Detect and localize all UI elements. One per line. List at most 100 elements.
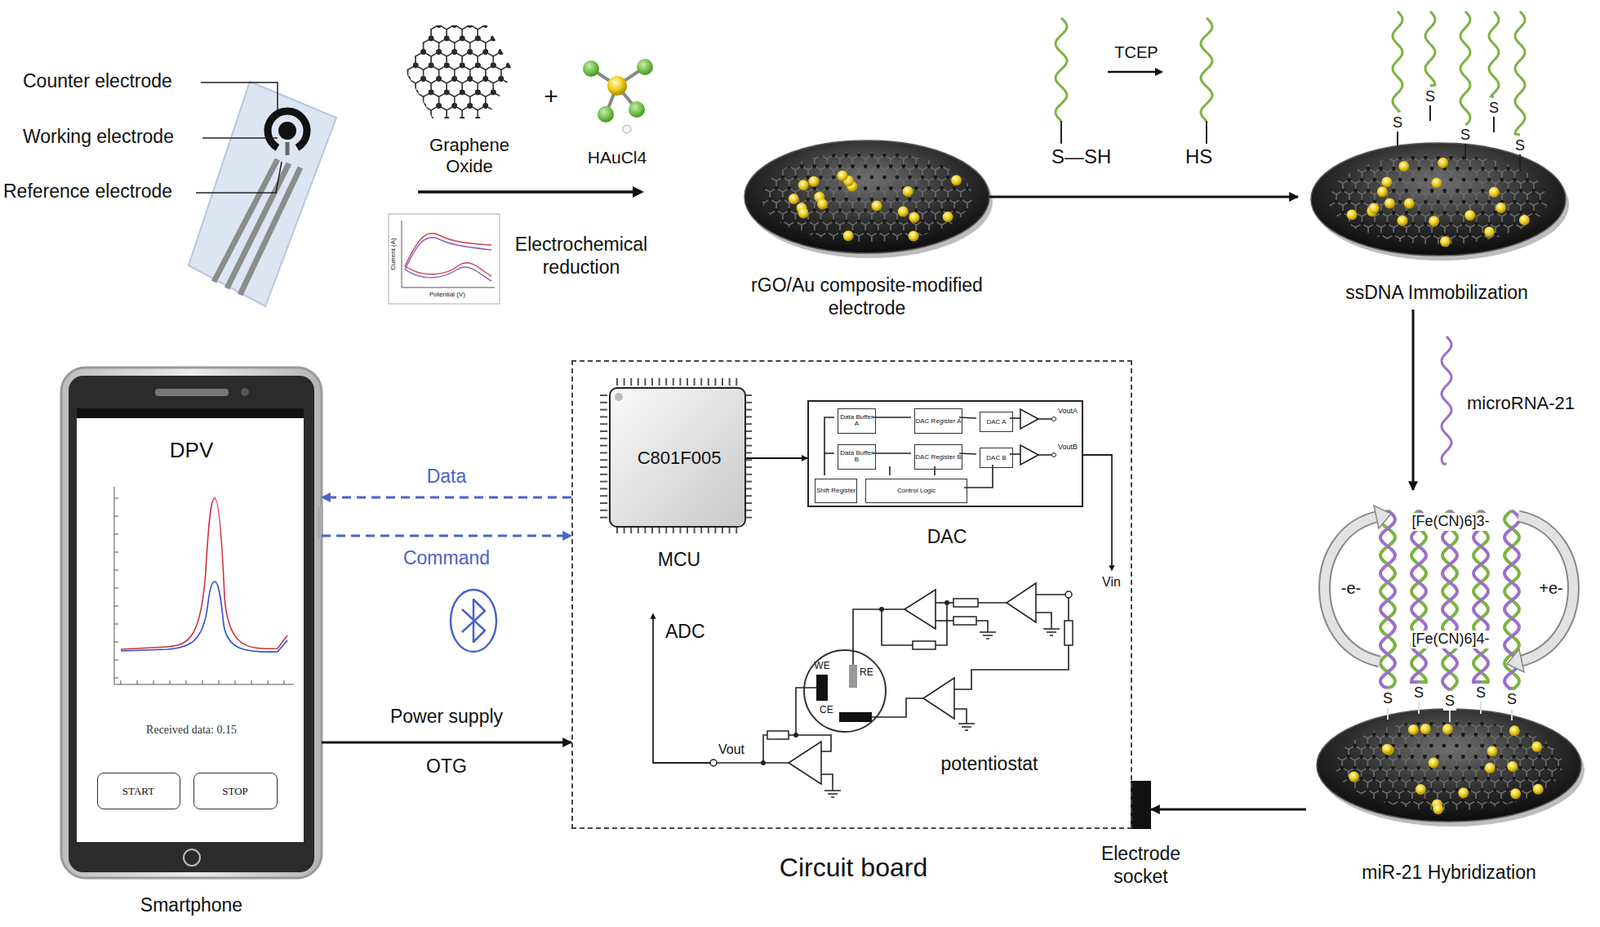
carbon-atom	[420, 22, 426, 27]
carbon-atom	[1537, 133, 1542, 138]
carbon-atom	[806, 153, 810, 157]
carbon-atom	[397, 89, 403, 95]
carbon-atom	[774, 208, 778, 212]
carbon-atom	[483, 102, 489, 108]
carbon-atom	[755, 197, 759, 201]
carbon-atom	[882, 197, 886, 201]
carbon-atom	[1443, 188, 1447, 192]
lattice-ring	[903, 133, 917, 148]
carbon-atom	[927, 142, 931, 146]
carbon-atom	[1448, 177, 1453, 182]
lattice-ring	[973, 254, 987, 270]
carbon-atom	[927, 164, 931, 168]
carbon-atom	[521, 143, 527, 149]
carbon-atom	[397, 35, 403, 41]
carbon-atom	[818, 153, 823, 157]
carbon-atom	[774, 142, 778, 146]
carbon-atom	[1315, 188, 1320, 192]
carbon-atom	[1423, 155, 1427, 160]
carbon-atom	[991, 164, 995, 168]
carbon-atom	[498, 48, 504, 54]
carbon-atom	[946, 175, 950, 179]
carbon-atom	[1544, 144, 1548, 148]
carbon-atom	[761, 186, 765, 190]
carbon-atom	[1404, 188, 1409, 192]
carbon-atom	[786, 164, 791, 168]
lattice-ring	[986, 144, 1000, 160]
carbon-atom	[413, 35, 418, 41]
carbon-atom	[514, 102, 520, 108]
carbon-atom	[971, 263, 975, 267]
carbon-atom	[806, 219, 810, 223]
carbon-atom	[1398, 200, 1402, 204]
lattice-ring	[1502, 146, 1516, 162]
carbon-atom	[404, 129, 410, 135]
carbon-atom	[452, 102, 458, 108]
carbon-atom	[761, 208, 765, 212]
carbon-atom	[483, 48, 489, 54]
carbon-atom	[749, 164, 753, 168]
lattice-ring	[1495, 135, 1509, 151]
carbon-atom	[1500, 155, 1504, 160]
carbon-atom	[825, 208, 829, 212]
carbon-atom	[742, 153, 747, 157]
carbon-atom	[991, 252, 995, 256]
carbon-atom	[920, 219, 925, 223]
carbon-atom	[1309, 177, 1313, 182]
carbon-atom	[742, 241, 747, 245]
carbon-atom	[786, 230, 791, 234]
carbon-atom	[1328, 210, 1332, 214]
carbon-atom	[475, 35, 480, 41]
carbon-atom	[1448, 155, 1453, 160]
carbon-atom	[1404, 188, 1409, 192]
carbon-atom	[907, 241, 912, 245]
carbon-atom	[825, 208, 829, 212]
carbon-atom	[452, 48, 458, 54]
carbon-atom	[882, 153, 886, 157]
carbon-atom	[882, 131, 886, 135]
lattice-ring	[508, 106, 525, 125]
carbon-atom	[490, 35, 496, 41]
carbon-atom	[876, 230, 880, 234]
carbon-atom	[965, 208, 969, 212]
carbon-atom	[1411, 177, 1415, 182]
carbon-atom	[1334, 177, 1338, 182]
carbon-atom	[428, 116, 434, 122]
carbon-atom	[435, 22, 441, 27]
wire	[240, 167, 301, 295]
lattice-ring	[776, 133, 790, 148]
carbon-atom	[397, 143, 403, 149]
reduction-arrow	[1107, 71, 1162, 74]
carbon-atom	[793, 241, 797, 245]
carbon-atom	[1353, 144, 1357, 148]
carbon-atom	[1430, 188, 1434, 192]
carbon-atom	[813, 230, 817, 234]
carbon-atom	[1417, 144, 1421, 148]
carbon-atom	[1391, 144, 1396, 148]
lattice-ring	[1559, 157, 1573, 173]
carbon-atom	[825, 142, 829, 146]
carbon-atom	[933, 219, 938, 223]
carbon-atom	[844, 153, 849, 157]
carbon-atom	[1480, 144, 1485, 148]
carbon-atom	[882, 197, 886, 201]
carbon-atom	[895, 241, 899, 245]
carbon-atom	[1474, 155, 1478, 160]
carbon-atom	[920, 197, 925, 201]
carbon-atom	[435, 129, 441, 135]
carbon-atom	[1480, 166, 1485, 170]
carbon-atom	[1003, 252, 1007, 256]
lattice-ring	[928, 243, 943, 258]
carbon-atom	[1576, 155, 1580, 160]
carbon-atom	[997, 219, 1001, 223]
carbon-atom	[844, 131, 849, 135]
carbon-atom	[1537, 177, 1542, 182]
carbon-atom	[844, 197, 849, 201]
carbon-atom	[813, 252, 817, 256]
carbon-atom	[863, 164, 867, 168]
lattice-ring	[1565, 168, 1579, 184]
lattice-ring	[992, 133, 1006, 148]
lattice-ring	[782, 232, 796, 248]
lattice-ring	[408, 11, 424, 30]
carbon-atom	[984, 197, 988, 201]
